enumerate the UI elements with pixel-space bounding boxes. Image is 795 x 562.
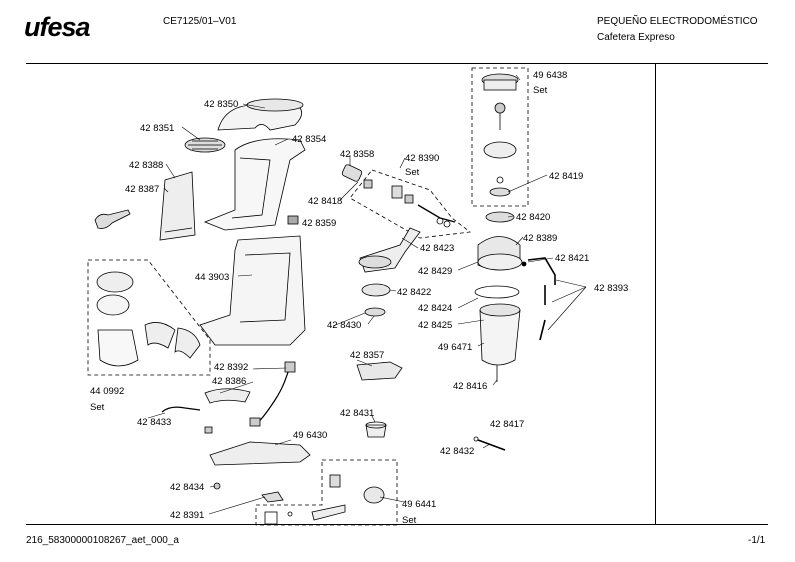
part-ring bbox=[474, 285, 520, 299]
label-428358: 42 8358 bbox=[340, 149, 374, 160]
document-id: 216_58300000108267_aet_000_a bbox=[26, 535, 179, 546]
set-box-496438 bbox=[471, 67, 529, 207]
label-443903: 44 3903 bbox=[195, 272, 229, 283]
label-428351: 42 8351 bbox=[140, 123, 174, 134]
label-428424: 42 8424 bbox=[418, 303, 452, 314]
part-lid bbox=[217, 98, 304, 131]
label-428433: 42 8433 bbox=[137, 417, 171, 428]
label-428416: 42 8416 bbox=[453, 381, 487, 392]
label-428419: 42 8419 bbox=[549, 171, 583, 182]
part-boiler-head bbox=[358, 227, 421, 317]
part-wire-clip bbox=[161, 406, 213, 434]
label-496471: 49 6471 bbox=[438, 342, 472, 353]
label-428390-set: Set bbox=[405, 167, 420, 178]
brand-logo: ufesa bbox=[24, 12, 91, 42]
part-measuring-spoon bbox=[94, 209, 131, 229]
label-428386: 42 8386 bbox=[212, 376, 246, 387]
label-428430: 42 8430 bbox=[327, 320, 361, 331]
label-428422: 42 8422 bbox=[397, 287, 431, 298]
label-428392: 42 8392 bbox=[214, 362, 248, 373]
label-428390: 42 8390 bbox=[405, 153, 439, 164]
label-428393: 42 8393 bbox=[594, 283, 628, 294]
label-428357: 42 8357 bbox=[350, 350, 384, 361]
label-428431: 42 8431 bbox=[340, 408, 374, 419]
set-box-440992 bbox=[87, 259, 211, 376]
part-power-cable bbox=[249, 361, 296, 427]
part-drip-tray bbox=[356, 361, 403, 381]
label-496441: 49 6441 bbox=[402, 499, 436, 510]
part-nozzle-set bbox=[264, 474, 385, 525]
part-labels: 42 8350 42 8351 42 8354 42 8388 42 8387 … bbox=[90, 70, 628, 526]
set-box-496441 bbox=[255, 459, 398, 526]
header-rule bbox=[26, 63, 768, 64]
part-upper-housing bbox=[203, 138, 306, 231]
set-box-428390 bbox=[349, 169, 472, 239]
label-496441-set: Set bbox=[402, 515, 417, 526]
part-gasket bbox=[485, 211, 515, 223]
label-428354: 42 8354 bbox=[292, 134, 326, 145]
part-valve-assembly bbox=[287, 164, 456, 228]
part-steam-pipe bbox=[521, 257, 556, 341]
label-496438: 49 6438 bbox=[533, 70, 567, 81]
part-filter-set bbox=[96, 271, 201, 367]
label-428389: 42 8389 bbox=[523, 233, 557, 244]
label-428434: 42 8434 bbox=[170, 482, 204, 493]
part-heater-tube bbox=[473, 436, 506, 451]
label-428423: 42 8423 bbox=[420, 243, 454, 254]
label-428359: 42 8359 bbox=[302, 218, 336, 229]
label-440992-set: Set bbox=[90, 402, 105, 413]
label-428421: 42 8421 bbox=[555, 253, 589, 264]
part-cup bbox=[365, 421, 387, 438]
side-rule bbox=[655, 64, 656, 524]
label-428417: 42 8417 bbox=[490, 419, 524, 430]
part-switch bbox=[261, 491, 284, 503]
label-428350: 42 8350 bbox=[204, 99, 238, 110]
part-main-housing bbox=[199, 235, 306, 346]
label-496438-set: Set bbox=[533, 85, 548, 96]
category-title: PEQUEÑO ELECTRODOMÉSTICO bbox=[597, 16, 758, 27]
label-428388: 42 8388 bbox=[129, 160, 163, 171]
part-water-tank bbox=[479, 303, 521, 382]
footer-rule bbox=[26, 524, 768, 525]
label-428420: 42 8420 bbox=[516, 212, 550, 223]
part-side-panel bbox=[159, 171, 196, 241]
leader-lines bbox=[147, 74, 587, 515]
label-428391: 42 8391 bbox=[170, 510, 204, 521]
part-drip-grid bbox=[184, 137, 226, 153]
label-428387: 42 8387 bbox=[125, 184, 159, 195]
part-pressure-set bbox=[481, 73, 519, 197]
part-boiler bbox=[477, 236, 523, 271]
label-440992: 44 0992 bbox=[90, 386, 124, 397]
label-428418: 42 8418 bbox=[308, 196, 342, 207]
label-428425: 42 8425 bbox=[418, 320, 452, 331]
model-code: CE7125/01–V01 bbox=[163, 16, 237, 27]
label-428429: 42 8429 bbox=[418, 266, 452, 277]
page-number: -1/1 bbox=[748, 535, 766, 546]
label-496430: 49 6430 bbox=[293, 430, 327, 441]
label-428432: 42 8432 bbox=[440, 446, 474, 457]
part-base-plate bbox=[209, 441, 311, 466]
product-title: Cafetera Expreso bbox=[597, 32, 675, 43]
part-drip-tray-clip bbox=[204, 388, 251, 404]
